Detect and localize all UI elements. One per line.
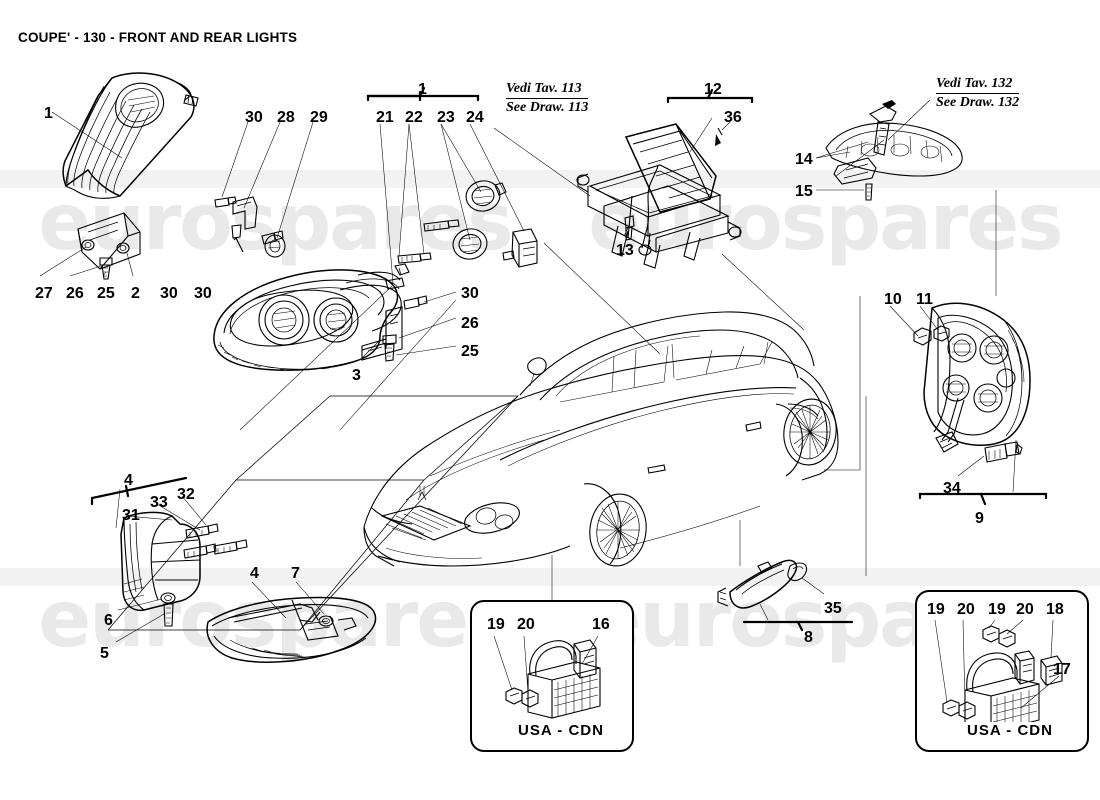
usa-cdn-right-illustration xyxy=(934,619,1063,733)
callout-number-19: 19 xyxy=(487,616,505,633)
callout-number-6: 6 xyxy=(104,612,113,629)
callout-number-20: 20 xyxy=(957,601,975,618)
callout-number-32: 32 xyxy=(177,486,195,503)
usa-cdn-left-box: USA - CDN xyxy=(470,600,634,752)
callout-number-10: 10 xyxy=(884,291,902,308)
callout-number-16: 16 xyxy=(592,616,610,633)
watermark-text: eurospares xyxy=(38,575,513,665)
reference-note-132-english: See Draw. 132 xyxy=(936,93,1020,110)
usa-cdn-right-box: USA - CDN xyxy=(915,590,1089,752)
callout-number-9: 9 xyxy=(975,510,984,527)
callout-number-12: 12 xyxy=(704,81,722,98)
callout-number-22: 22 xyxy=(405,109,423,126)
callout-number-5: 5 xyxy=(100,645,109,662)
callout-number-17: 17 xyxy=(1053,661,1071,678)
callout-number-14: 14 xyxy=(795,151,813,168)
fog-lamp-housing-illustration xyxy=(90,476,248,643)
callout-number-19: 19 xyxy=(988,601,1006,618)
reference-note-113: Vedi Tav. 113 See Draw. 113 xyxy=(506,81,589,116)
fog-lamp-glass-illustration xyxy=(206,581,377,663)
callout-number-8: 8 xyxy=(804,629,813,646)
callout-number-13: 13 xyxy=(616,242,634,259)
callout-number-26: 26 xyxy=(461,315,479,332)
callout-number-24: 24 xyxy=(466,109,484,126)
callout-number-15: 15 xyxy=(795,183,813,200)
callout-number-27: 27 xyxy=(35,285,53,302)
callout-number-36: 36 xyxy=(724,109,742,126)
callout-number-21: 21 xyxy=(376,109,394,126)
callout-number-25: 25 xyxy=(461,343,479,360)
callout-number-1: 1 xyxy=(418,81,427,98)
headlamp-left-outer-illustration xyxy=(39,72,199,280)
callout-number-19: 19 xyxy=(927,601,945,618)
watermark-band-bottom xyxy=(0,568,1100,586)
callout-number-26: 26 xyxy=(66,285,84,302)
callout-number-2: 2 xyxy=(131,285,140,302)
usa-cdn-left-illustration xyxy=(493,635,601,719)
watermark-band-top xyxy=(0,170,1100,188)
callout-number-7: 7 xyxy=(291,565,300,582)
callout-number-4: 4 xyxy=(250,565,259,582)
callout-number-29: 29 xyxy=(310,109,328,126)
usa-cdn-left-label: USA - CDN xyxy=(512,722,610,739)
phantom-construction-lines xyxy=(107,99,997,631)
tail-lamp-illustration xyxy=(889,302,1048,506)
callout-number-20: 20 xyxy=(517,616,535,633)
callout-number-30: 30 xyxy=(461,285,479,302)
callout-number-33: 33 xyxy=(150,494,168,511)
callout-number-11: 11 xyxy=(916,291,933,308)
usa-cdn-right-label: USA - CDN xyxy=(961,722,1059,739)
reference-note-113-italian: Vedi Tav. 113 xyxy=(506,81,582,96)
headlamp-main-illustration xyxy=(213,86,538,371)
callout-number-20: 20 xyxy=(1016,601,1034,618)
callout-number-34: 34 xyxy=(943,480,961,497)
callout-number-3: 3 xyxy=(352,367,361,384)
callout-number-35: 35 xyxy=(824,600,842,617)
car-outline-illustration xyxy=(363,311,839,567)
callout-number-30: 30 xyxy=(245,109,263,126)
reference-note-132: Vedi Tav. 132 See Draw. 132 xyxy=(936,76,1020,111)
callout-number-23: 23 xyxy=(437,109,455,126)
page-title: COUPE' - 130 - FRONT AND REAR LIGHTS xyxy=(18,30,298,45)
callout-number-28: 28 xyxy=(277,109,295,126)
callout-number-31: 31 xyxy=(122,507,140,524)
licence-plate-lamp-illustration xyxy=(815,100,963,201)
callout-number-30: 30 xyxy=(194,285,212,302)
callout-number-4: 4 xyxy=(124,472,133,489)
callout-number-18: 18 xyxy=(1046,601,1064,618)
callout-number-1: 1 xyxy=(44,105,53,122)
reference-note-132-italian: Vedi Tav. 132 xyxy=(936,76,1013,91)
callout-number-25: 25 xyxy=(97,285,115,302)
side-marker-illustration xyxy=(717,559,854,632)
watermark-text: eurospares xyxy=(38,178,513,268)
reference-note-113-english: See Draw. 113 xyxy=(506,98,589,115)
callout-number-30: 30 xyxy=(160,285,178,302)
